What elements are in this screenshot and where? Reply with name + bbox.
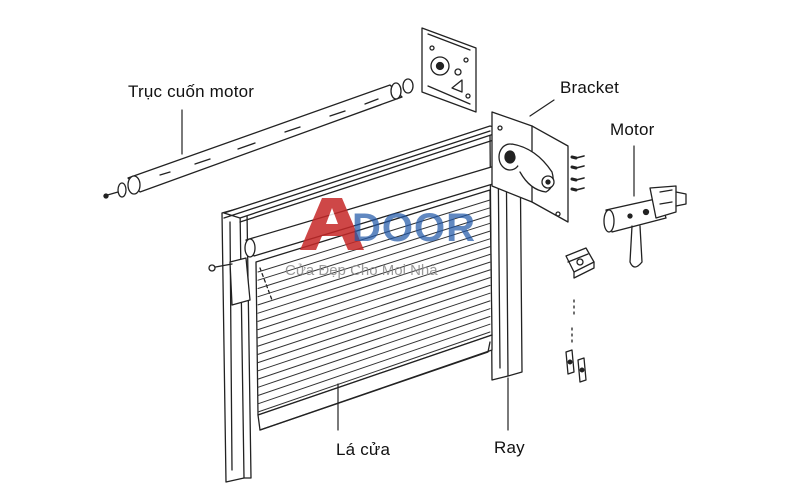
slat-line — [257, 284, 491, 364]
slat-line — [257, 300, 491, 380]
motor-shaft — [103, 78, 414, 199]
slat-line — [257, 207, 491, 281]
slat-line — [257, 246, 491, 322]
slat-line — [257, 269, 491, 347]
slat-line — [257, 199, 491, 273]
label-motor-shaft: Trục cuốn motor — [128, 82, 255, 101]
slat-line — [257, 277, 491, 355]
leader-lines — [181, 99, 635, 431]
bracket-screws — [570, 155, 585, 192]
label-motor: Motor — [610, 120, 655, 139]
label-bracket: Bracket — [560, 78, 620, 97]
slat-line — [257, 230, 491, 306]
slat-line — [257, 292, 491, 372]
slat-line — [257, 323, 491, 405]
hardware-parts — [565, 247, 595, 383]
slat-line — [257, 261, 491, 339]
watermark-word: DOOR — [352, 206, 476, 250]
slat-line — [257, 222, 491, 298]
watermark-tagline: Cửa Đẹp Cho Mọi Nhà — [285, 262, 438, 279]
slat-line — [257, 316, 491, 396]
slat-line — [257, 215, 491, 289]
slat-line — [257, 331, 491, 413]
right-bracket — [491, 111, 569, 223]
slat-line — [257, 238, 491, 314]
slat-line — [257, 253, 491, 331]
adoor-watermark-logo — [300, 198, 364, 250]
motor-unit — [603, 185, 687, 268]
slat-lines — [257, 199, 491, 413]
label-rail: Ray — [494, 438, 525, 457]
left-bracket-plate — [421, 27, 477, 113]
slat-line — [257, 308, 491, 388]
label-slats: Lá cửa — [336, 440, 391, 459]
